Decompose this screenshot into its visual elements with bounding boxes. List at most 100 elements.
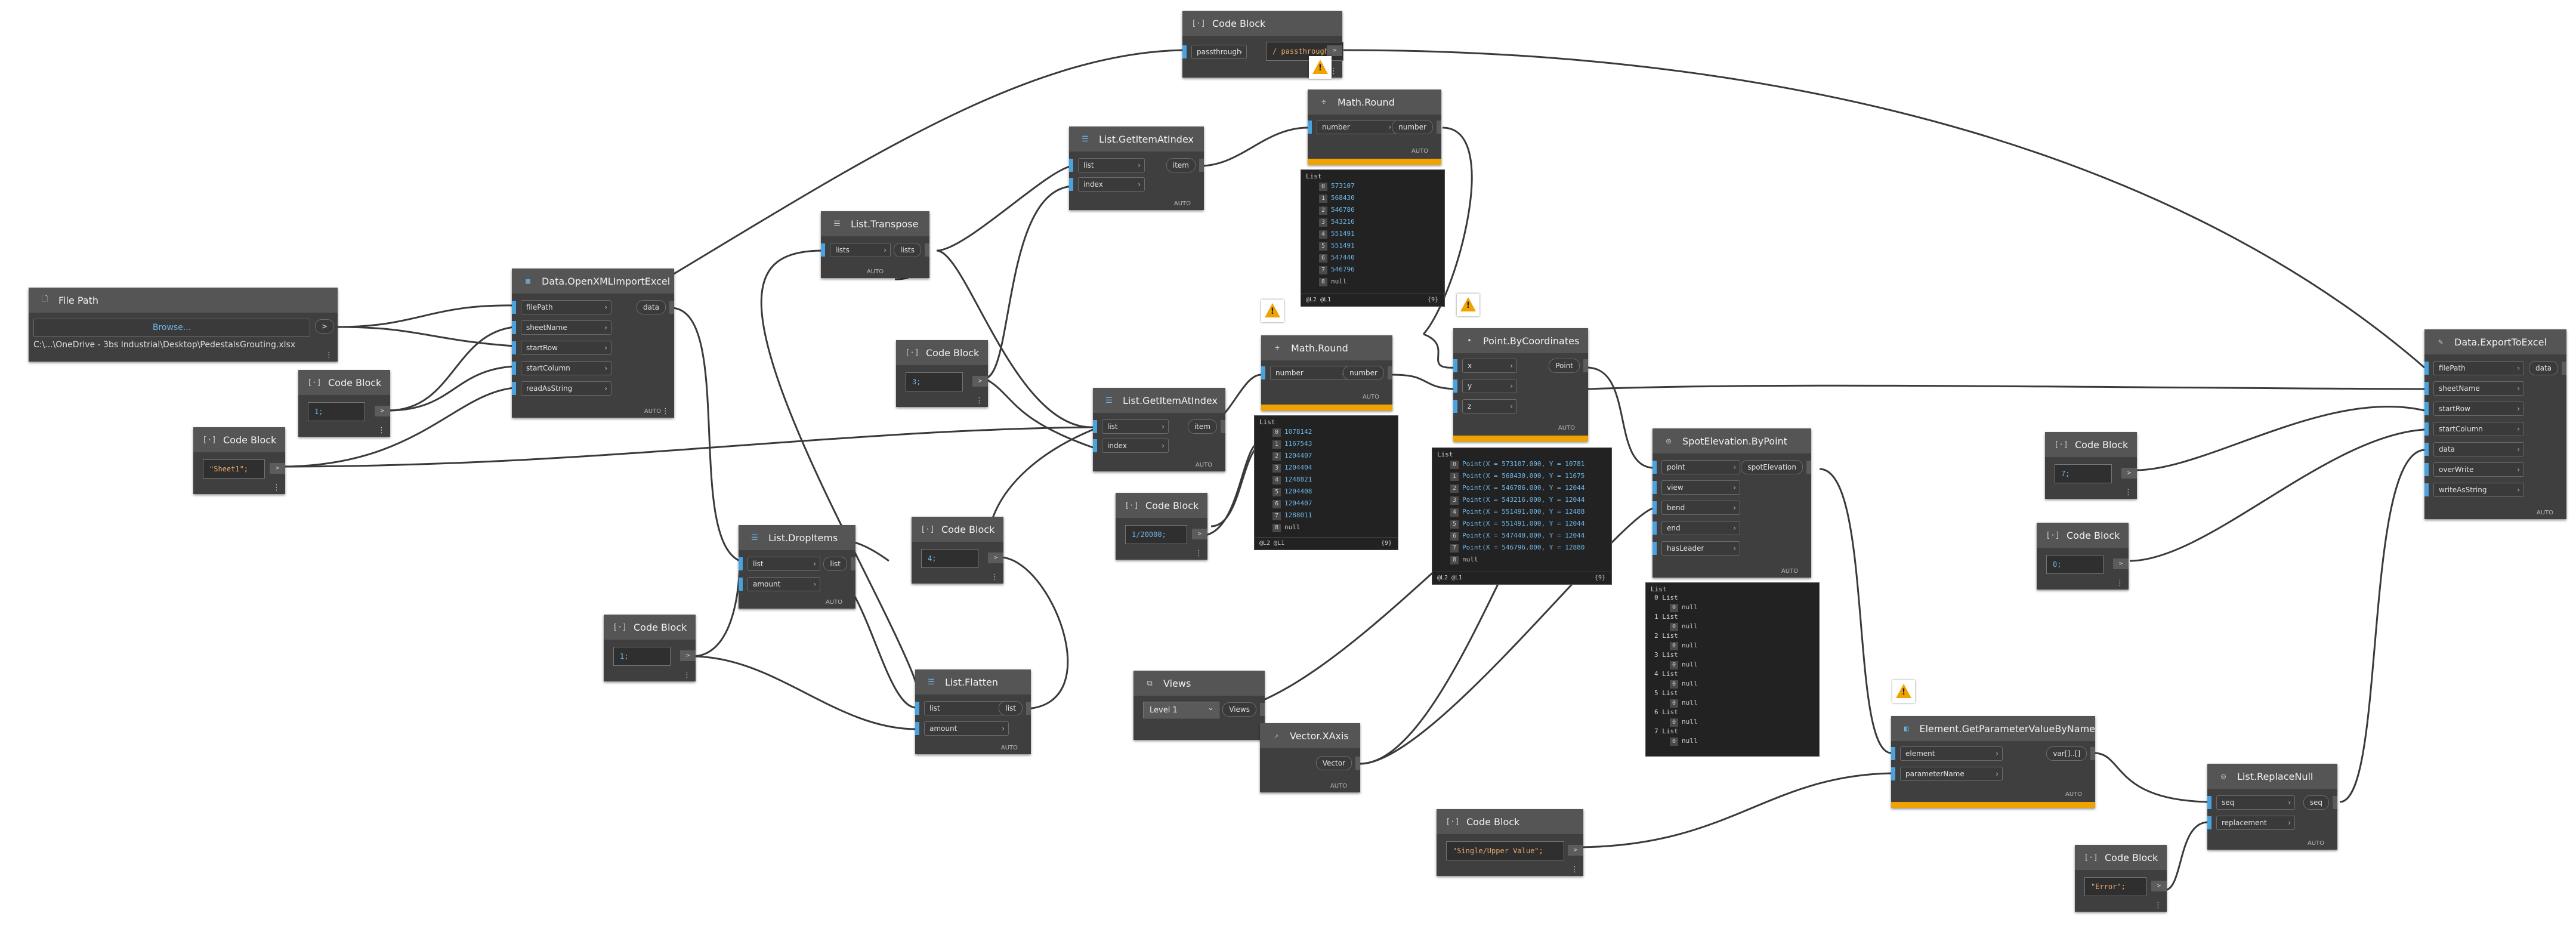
- output-port[interactable]: >: [1568, 845, 1583, 856]
- input-port-startcolumn[interactable]: startColumn: [512, 360, 611, 376]
- output-port-var[interactable]: var[]..[]: [2046, 746, 2095, 761]
- input-port-z[interactable]: z: [1453, 399, 1517, 414]
- input-port-index[interactable]: index: [1069, 177, 1145, 192]
- code-block-a[interactable]: [·]Code Block 1; > ⋮: [604, 615, 696, 681]
- node-header[interactable]: 🗋File Path: [29, 288, 338, 313]
- code-block-passthrough[interactable]: [·]Code Block passthrough / passthrough/…: [1182, 11, 1344, 78]
- code-block-error[interactable]: [·]Code Block "Error"; > ⋮: [2075, 845, 2167, 912]
- list-get-item-at-index-2[interactable]: ☰List.GetItemAtIndex list index item AUT…: [1093, 388, 1225, 471]
- warning-triangle-icon[interactable]: !: [1892, 680, 1915, 703]
- output-port-lists[interactable]: lists: [894, 242, 929, 258]
- list-group[interactable]: 3 List: [1654, 651, 1678, 659]
- menu-icon[interactable]: ⋮: [325, 351, 333, 360]
- input-port-lists[interactable]: lists: [821, 242, 891, 258]
- code-block-divide[interactable]: [·]Code Block 1/20000; > ⋮: [1116, 493, 1207, 560]
- output-port[interactable]: >: [314, 319, 338, 334]
- warning-triangle-icon[interactable]: !: [1309, 56, 1332, 79]
- list-group[interactable]: 4 List: [1654, 670, 1678, 678]
- output-port[interactable]: >: [270, 463, 285, 474]
- data-export-to-excel-node[interactable]: ✎Data.ExportToExcel filePath sheetName s…: [2424, 329, 2566, 519]
- list-group[interactable]: 6 List: [1654, 708, 1678, 716]
- input-port-startcolumn[interactable]: startColumn: [2424, 421, 2524, 437]
- input-port-y[interactable]: y: [1453, 378, 1517, 394]
- output-port[interactable]: >: [2113, 558, 2129, 569]
- views-node[interactable]: ⧉Views Level 1 Views: [1133, 671, 1265, 740]
- input-port-passthrough[interactable]: passthrough: [1182, 44, 1247, 60]
- input-port-end[interactable]: end: [1653, 520, 1740, 536]
- list-group[interactable]: 5 List: [1654, 689, 1678, 697]
- output-port-number[interactable]: number: [1392, 119, 1441, 135]
- input-port-list[interactable]: list: [739, 556, 820, 572]
- input-port-list[interactable]: list: [1069, 158, 1145, 173]
- output-port-data[interactable]: data: [636, 300, 674, 315]
- list-get-item-at-index-1[interactable]: ☰List.GetItemAtIndex list index item AUT…: [1069, 126, 1204, 210]
- list-transpose-node[interactable]: ☰List.Transpose lists lists AUTO: [821, 211, 929, 278]
- input-port-overwrite[interactable]: overWrite: [2424, 462, 2524, 477]
- input-port-sheetname[interactable]: sheetName: [2424, 381, 2524, 396]
- list-replace-null-node[interactable]: ◎List.ReplaceNull seq replacement seq AU…: [2207, 764, 2337, 850]
- code-block-right-2[interactable]: [·]Code Block 0; > ⋮: [2037, 523, 2129, 590]
- list-drop-items-node[interactable]: ☰List.DropItems list amount list AUTO: [739, 525, 855, 609]
- input-port-x[interactable]: x: [1453, 358, 1517, 374]
- math-round-1[interactable]: ÷Math.Round number number AUTO: [1308, 90, 1441, 165]
- code-block-right-1[interactable]: [·]Code Block 7; > ⋮: [2045, 432, 2137, 499]
- input-port-filepath[interactable]: filePath: [512, 300, 611, 315]
- code-block-four[interactable]: [·]Code Block 4; > ⋮: [912, 517, 1003, 584]
- output-port[interactable]: >: [1327, 45, 1342, 56]
- input-port-bend[interactable]: bend: [1653, 500, 1740, 516]
- warning-triangle-icon[interactable]: !: [1261, 300, 1284, 322]
- code-block-one[interactable]: [·]Code Block 1; > ⋮: [298, 370, 390, 437]
- list-flatten-node[interactable]: ☰List.Flatten list amount list AUTO: [915, 669, 1031, 754]
- output-port-item[interactable]: item: [1166, 158, 1204, 173]
- input-port-sheetname[interactable]: sheetName: [512, 320, 611, 335]
- output-port-vector[interactable]: Vector: [1315, 755, 1360, 771]
- output-port-item[interactable]: item: [1187, 419, 1225, 434]
- open-xml-import-excel-node[interactable]: ▦Data.OpenXMLImportExcel filePath sheetN…: [512, 269, 674, 418]
- math-round-2[interactable]: ÷Math.Round number number AUTO: [1261, 335, 1392, 411]
- list-group[interactable]: 7 List: [1654, 727, 1678, 735]
- file-path-node[interactable]: 🗋File Path Browse... > C:\...\OneDrive -…: [29, 288, 338, 362]
- input-port-replacement[interactable]: replacement: [2207, 815, 2295, 831]
- input-port-number[interactable]: number: [1261, 365, 1349, 381]
- list-group[interactable]: 1 List: [1654, 613, 1678, 621]
- output-port-list[interactable]: list: [999, 700, 1031, 716]
- input-port-writeasstring[interactable]: writeAsString: [2424, 482, 2524, 498]
- input-port-parametername[interactable]: parameterName: [1891, 766, 2003, 782]
- input-port-data[interactable]: data: [2424, 442, 2524, 457]
- input-port-view[interactable]: view: [1653, 480, 1740, 495]
- browse-button[interactable]: Browse...: [33, 319, 310, 337]
- code-block-sheet[interactable]: [·]Code Block "Sheet1"; > ⋮: [193, 427, 285, 494]
- input-port-element[interactable]: element: [1891, 746, 2003, 761]
- input-port-readasstring[interactable]: readAsString: [512, 381, 611, 396]
- input-port-index[interactable]: index: [1093, 438, 1169, 453]
- output-port[interactable]: >: [1192, 529, 1207, 539]
- output-port-number[interactable]: number: [1343, 365, 1392, 381]
- code-block-parameter[interactable]: [·]Code Block "Single/Upper Value"; > ⋮: [1437, 809, 1583, 876]
- input-port-list[interactable]: list: [915, 700, 1009, 716]
- input-port-hasleader[interactable]: hasLeader: [1653, 541, 1740, 556]
- input-port-amount[interactable]: amount: [739, 576, 820, 592]
- list-group[interactable]: 2 List: [1654, 632, 1678, 640]
- output-port[interactable]: >: [680, 650, 696, 661]
- output-port[interactable]: >: [2151, 881, 2167, 891]
- vector-xaxis-node[interactable]: ↗Vector.XAxis Vector AUTO: [1260, 723, 1360, 792]
- list-group[interactable]: 0 List: [1654, 594, 1678, 601]
- output-port[interactable]: >: [2121, 468, 2137, 479]
- input-port-amount[interactable]: amount: [915, 721, 1009, 736]
- spot-elevation-by-point-node[interactable]: ◎SpotElevation.ByPoint point view bend e…: [1653, 428, 1811, 578]
- code-block-three[interactable]: [·]Code Block 3; > ⋮: [896, 340, 988, 407]
- point-by-coordinates-node[interactable]: •Point.ByCoordinates x y z Point AUTO: [1453, 328, 1588, 442]
- output-port[interactable]: >: [988, 553, 1003, 563]
- view-dropdown[interactable]: Level 1: [1143, 700, 1219, 718]
- input-port-filepath[interactable]: filePath: [2424, 360, 2524, 376]
- output-port[interactable]: >: [375, 406, 390, 416]
- input-port-point[interactable]: point: [1653, 459, 1740, 475]
- output-port-list[interactable]: list: [823, 556, 855, 572]
- warning-triangle-icon[interactable]: !: [1457, 294, 1479, 316]
- input-port-seq[interactable]: seq: [2207, 795, 2295, 810]
- output-port-seq[interactable]: seq: [2303, 795, 2337, 810]
